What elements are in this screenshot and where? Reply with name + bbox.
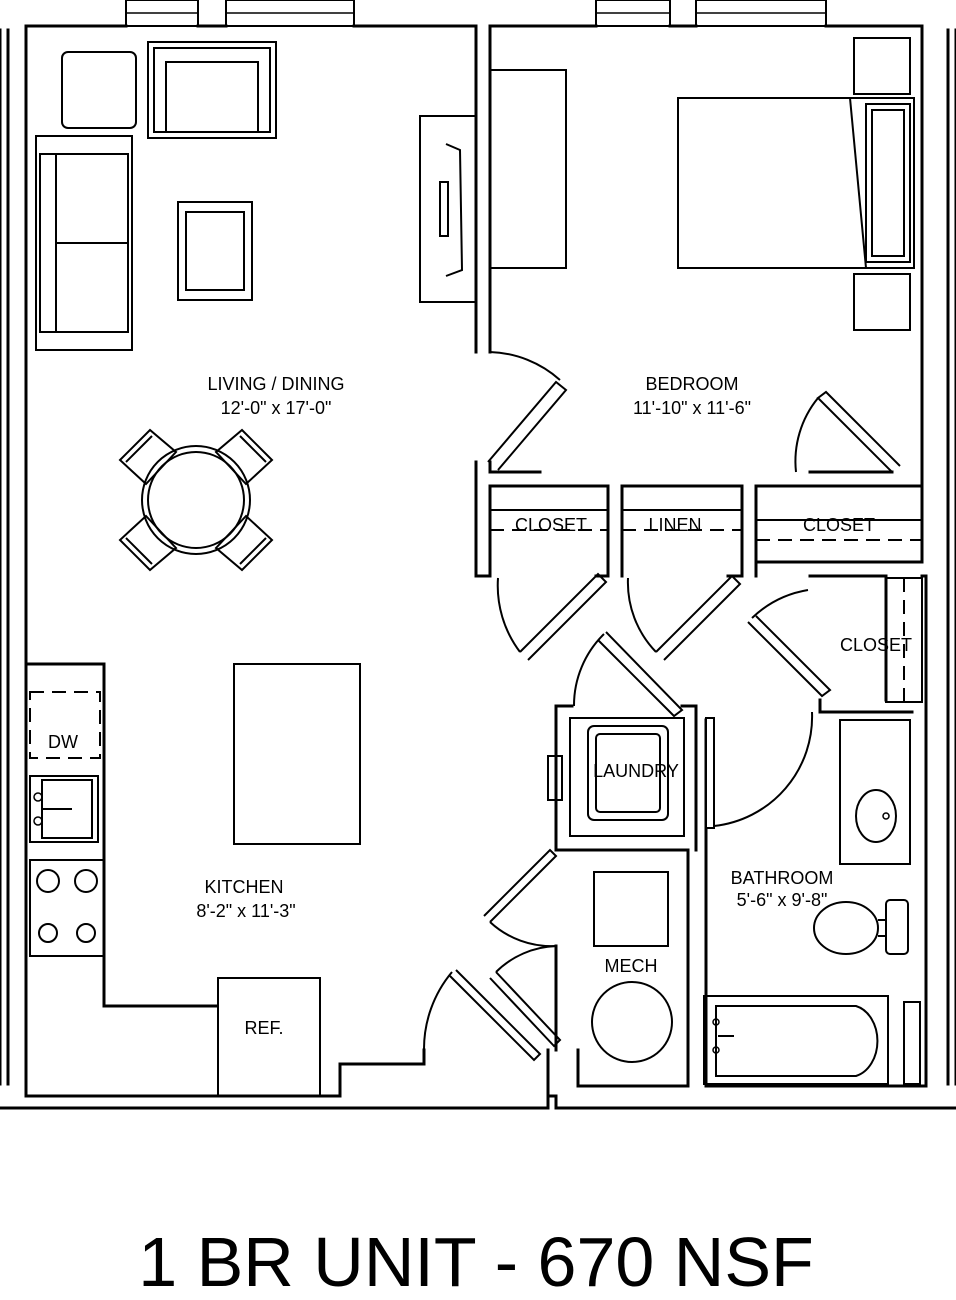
unit-title: 1 BR UNIT - 670 NSF (138, 1223, 814, 1300)
exterior-walls (0, 24, 956, 1110)
doors (422, 351, 901, 1062)
living-room-dims: 12'-0" x 17'-0" (221, 398, 332, 418)
kitchen-dims: 8'-2" x 11'-3" (196, 901, 295, 921)
laundry-label: LAUNDRY (593, 761, 679, 781)
refrigerator-label: REF. (244, 1018, 283, 1038)
kitchen-fixtures (24, 662, 361, 1097)
living-room-name: LIVING / DINING (207, 374, 344, 394)
dresser (489, 69, 567, 269)
laundry-fixtures (547, 717, 685, 837)
tv-console (419, 115, 477, 303)
bedroom-furniture (489, 37, 915, 331)
bathroom-name: BATHROOM (731, 868, 834, 888)
bedroom-name: BEDROOM (645, 374, 738, 394)
range (29, 859, 105, 957)
window-bedroom (595, 0, 827, 27)
nightstand-top (853, 37, 911, 95)
shelf (903, 1001, 921, 1085)
vanity (839, 719, 911, 865)
closet2-label: CLOSET (803, 515, 875, 535)
coffee-table (177, 201, 253, 301)
dining-set (118, 428, 274, 572)
kitchen-island (233, 663, 361, 845)
mech-fixtures (591, 871, 673, 1063)
sink (29, 775, 99, 843)
closet1-label: CLOSET (515, 515, 587, 535)
lavatory (855, 789, 897, 843)
bathtub (703, 995, 889, 1085)
mech-label: MECH (605, 956, 658, 976)
bathroom-fixtures (703, 719, 921, 1085)
armchair (147, 41, 277, 139)
dishwasher-label: DW (48, 732, 78, 752)
bed (677, 97, 915, 269)
closet3-label: CLOSET (840, 635, 912, 655)
dishwasher (29, 691, 101, 759)
toilet (813, 899, 909, 955)
side-table (61, 51, 137, 129)
nightstand-bottom (853, 273, 911, 331)
linen-label: LINEN (648, 515, 701, 535)
closet-rods (490, 509, 923, 703)
sofa (35, 135, 133, 351)
window-living (125, 0, 355, 27)
kitchen-name: KITCHEN (204, 877, 283, 897)
bathroom-dims: 5'-6" x 9'-8" (737, 890, 828, 910)
living-furniture (35, 41, 477, 572)
room-labels: LIVING / DINING 12'-0" x 17'-0" BEDROOM … (48, 374, 912, 1038)
refrigerator (217, 977, 321, 1097)
interior-walls (474, 460, 928, 1088)
bedroom-dims: 11'-10" x 11'-6" (633, 398, 751, 418)
